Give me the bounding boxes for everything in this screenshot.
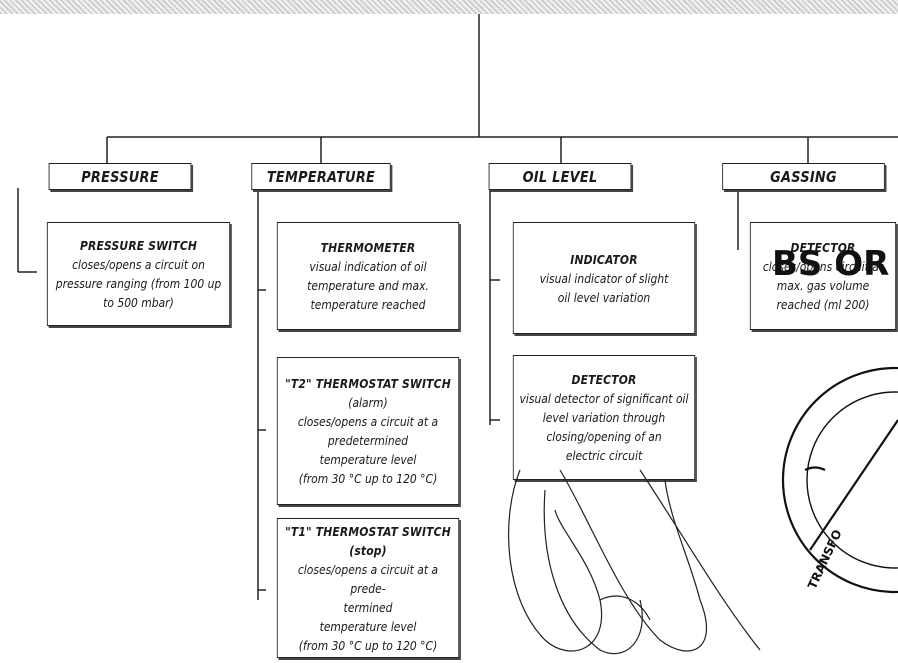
category-label: TEMPERATURE (266, 167, 376, 186)
card-description: (alarm) closes/opens a circuit at a pred… (297, 395, 439, 486)
card-title: DETECTOR (571, 372, 637, 387)
card-title: DETECTOR (790, 240, 856, 255)
category-label: PRESSURE (81, 167, 159, 186)
category-gassing: GASSING (722, 163, 885, 190)
card-description: closes/opens a circuit at a prede- termi… (297, 561, 439, 653)
card-title: PRESSURE SWITCH (79, 238, 198, 253)
card-description: visual detector of significant oil level… (519, 391, 689, 463)
card-description: visual indicator of slight oil level var… (539, 270, 669, 305)
card-oil-level-detector: DETECTOR visual detector of significant … (512, 355, 696, 480)
card-description: closes/opens a circuit on pressure rangi… (55, 257, 222, 310)
category-temperature: TEMPERATURE (251, 163, 391, 190)
card-oil-level-indicator: INDICATOR visual indicator of slight oil… (512, 222, 696, 334)
card-gas-detector: DETECTOR closes/opens circuit at max. ga… (749, 222, 897, 330)
card-description: closes/opens circuit at max. gas volume … (762, 259, 884, 312)
category-pressure: PRESSURE (48, 163, 192, 190)
scan-top-band (0, 0, 898, 14)
card-pressure-switch: PRESSURE SWITCH closes/opens a circuit o… (46, 222, 231, 326)
card-title: THERMOMETER (320, 240, 416, 255)
stamp-overlay-text: BS OR (772, 244, 889, 284)
card-t1-thermostat-switch: "T1" THERMOSTAT SWITCH (stop) closes/ope… (276, 518, 460, 658)
card-title: "T1" THERMOSTAT SWITCH (stop) (285, 523, 451, 558)
card-title: "T2" THERMOSTAT SWITCH (285, 376, 451, 391)
category-label: OIL LEVEL (522, 167, 598, 186)
card-t2-thermostat-switch: "T2" THERMOSTAT SWITCH (alarm) closes/op… (276, 357, 460, 505)
category-oil-level: OIL LEVEL (488, 163, 632, 190)
category-label: GASSING (770, 167, 837, 186)
stamp-ring-text: TRANSFO (805, 528, 845, 592)
card-thermometer: THERMOMETER visual indication of oil tem… (276, 222, 460, 330)
card-description: visual indication of oil temperature and… (307, 259, 429, 312)
card-title: INDICATOR (570, 251, 638, 267)
